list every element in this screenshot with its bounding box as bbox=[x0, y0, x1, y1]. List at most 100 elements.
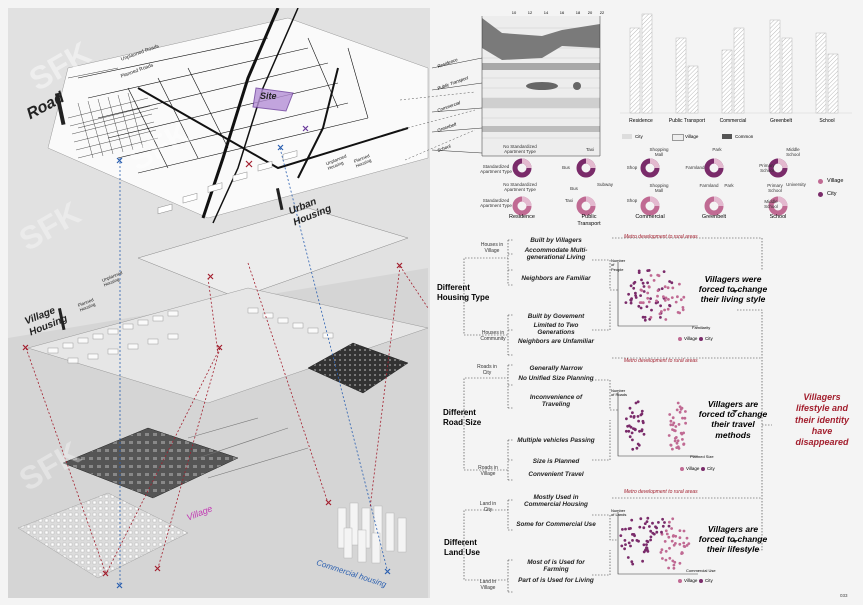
scatter-dot bbox=[628, 435, 632, 439]
row-label-greenbelt: Greenbelt bbox=[437, 121, 458, 133]
scatter-dot bbox=[682, 541, 686, 545]
scatter-dot bbox=[678, 311, 681, 315]
scatter-dot bbox=[663, 521, 666, 524]
scatter-dot bbox=[633, 534, 636, 538]
scatter-dot bbox=[630, 560, 634, 564]
scatter-dot bbox=[633, 427, 636, 431]
scatter-dot bbox=[649, 529, 653, 533]
scatter-dot bbox=[639, 306, 643, 310]
scatter-dot bbox=[632, 286, 636, 290]
scatter-dot bbox=[631, 411, 634, 415]
scatter-dot bbox=[635, 446, 639, 450]
scatter-dot bbox=[637, 269, 641, 273]
donut-label: Shopping Mall bbox=[649, 183, 669, 193]
scatter-dot bbox=[638, 525, 642, 529]
road-item: Multiple vehicles Passing bbox=[517, 437, 595, 444]
scatter-dot bbox=[670, 281, 674, 285]
scatter-legend-city: City bbox=[705, 578, 713, 583]
scatter-legend: Village City bbox=[678, 578, 718, 586]
scatter-legend: Village City bbox=[678, 336, 718, 344]
scatter-dot bbox=[630, 431, 634, 435]
x-tick-12: 12 bbox=[528, 10, 533, 15]
scatter-dot bbox=[667, 524, 671, 528]
donut-label: Bus bbox=[570, 186, 578, 191]
scatter-dot bbox=[634, 294, 637, 297]
scatter-dot bbox=[627, 527, 631, 531]
bar-cat-commercial: Commercial bbox=[720, 118, 747, 124]
donut-cat-transport: Public Transport bbox=[577, 214, 601, 227]
tree-connectors bbox=[463, 237, 772, 593]
scatter-dot bbox=[649, 538, 652, 542]
scatter-dot bbox=[685, 536, 689, 540]
site-label: Site bbox=[260, 91, 277, 101]
bar-school-village bbox=[827, 53, 839, 114]
hourly-activity-chart: 10 12 14 16 18 20 22 Residence Public Tr… bbox=[432, 10, 605, 157]
scatter-dot bbox=[640, 278, 643, 282]
scatter-dot bbox=[645, 520, 649, 523]
donut-label: Subway bbox=[596, 182, 613, 187]
donut-label: Middle School bbox=[764, 199, 778, 209]
scatter-dot bbox=[642, 550, 646, 554]
donut-label: Bus bbox=[562, 165, 570, 170]
scatter-dot bbox=[630, 297, 633, 301]
scatter-dot bbox=[677, 423, 681, 426]
land-category: Different Land Use bbox=[444, 538, 481, 557]
scatter-dot bbox=[637, 539, 640, 543]
row-label-school: School bbox=[437, 143, 453, 153]
scatter-legend: Village City bbox=[680, 466, 720, 474]
bar-transport-city bbox=[675, 37, 687, 114]
scatter-dot bbox=[619, 534, 623, 537]
scatter-dot bbox=[660, 287, 664, 290]
scatter-dot bbox=[664, 549, 668, 553]
scatter-dot bbox=[652, 279, 656, 282]
land-item: Part of is Used for Living bbox=[518, 577, 594, 584]
scatter-dot bbox=[679, 431, 683, 435]
scatter-dot bbox=[620, 544, 624, 548]
x-tick-10: 10 bbox=[512, 10, 517, 15]
scatter-dot bbox=[660, 530, 663, 534]
donut-label: Primary School bbox=[759, 163, 775, 173]
scatter-dot bbox=[643, 318, 647, 322]
donut-label: Shop bbox=[626, 165, 638, 170]
scatter-dot bbox=[639, 288, 643, 292]
scatter-dot bbox=[670, 539, 674, 543]
donut-legend: Village City bbox=[818, 178, 858, 202]
scatter-dot bbox=[668, 413, 672, 416]
road-category: Different Road Size bbox=[443, 408, 482, 427]
scatter-dot bbox=[681, 438, 684, 441]
scatter-dot bbox=[658, 312, 662, 316]
scatter-dot bbox=[666, 286, 670, 290]
scatter-dot bbox=[664, 318, 668, 321]
housing-item: Accommodate Multi-generational Living bbox=[524, 247, 588, 262]
scatter-dot bbox=[632, 415, 636, 418]
scatter-dot bbox=[657, 274, 661, 278]
scatter-dot bbox=[672, 566, 676, 570]
land-result: Villagers are forced to change their lif… bbox=[698, 524, 768, 555]
scatter-y-label: Number of Roads bbox=[611, 388, 628, 398]
scatter-dot bbox=[660, 548, 664, 552]
scatter-x-label: Familiarity bbox=[692, 325, 711, 330]
scatter-dot bbox=[669, 419, 673, 423]
scatter-dot bbox=[685, 544, 689, 547]
housing-item: Built by Villagers bbox=[530, 237, 582, 244]
donut-label: University bbox=[786, 182, 806, 187]
land-branch-top: Land in City bbox=[479, 501, 497, 513]
scatter-dot bbox=[673, 560, 677, 564]
donut-cat-residence: Residence bbox=[509, 214, 535, 220]
scatter-dot bbox=[662, 295, 665, 299]
scatter-dot bbox=[675, 441, 679, 445]
city-aerial-tile bbox=[307, 342, 409, 394]
scatter-dot bbox=[649, 316, 653, 319]
housing-category: Different Housing Type bbox=[437, 283, 490, 302]
dashed-links bbox=[25, 147, 429, 586]
scatter-dot bbox=[668, 546, 671, 550]
scatter-dot bbox=[687, 542, 691, 545]
bar-residence-city bbox=[629, 27, 641, 114]
scatter-dot bbox=[664, 529, 668, 533]
bar-commercial-city bbox=[721, 49, 733, 114]
scatter-dot bbox=[663, 285, 667, 289]
scatter-x-label: Planned Size bbox=[690, 454, 714, 459]
scatter-dot bbox=[641, 281, 645, 285]
scatter-dot bbox=[659, 551, 663, 554]
scatter-dot bbox=[679, 298, 683, 302]
